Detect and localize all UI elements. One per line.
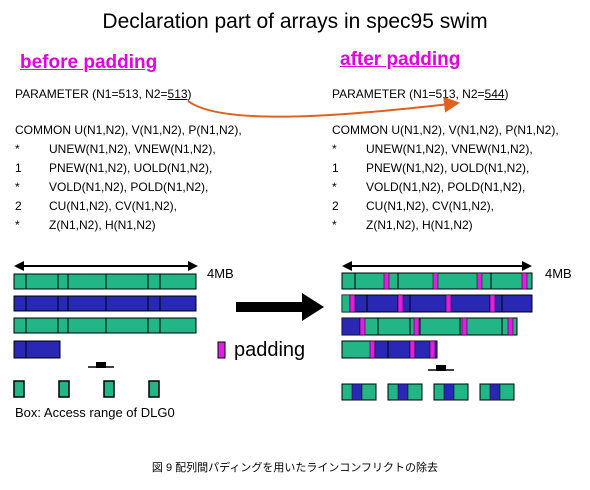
param-suffix: ) xyxy=(187,87,192,101)
memory-rows-after xyxy=(341,272,533,359)
access-range-after xyxy=(341,365,515,401)
code-line-text: PNEW(N1,N2), UOLD(N1,N2), xyxy=(366,161,530,175)
common-block-before: COMMON U(N1,N2), V(N1,N2), P(N1,N2), * UN… xyxy=(15,121,242,235)
code-line-text: UNEW(N1,N2), VNEW(N1,N2), xyxy=(366,142,533,156)
page-title: Declaration part of arrays in spec95 swi… xyxy=(102,10,488,33)
param-n2-value: 513 xyxy=(167,87,188,101)
code-line: 1 PNEW(N1,N2), UOLD(N1,N2), xyxy=(15,159,242,178)
transform-arrow xyxy=(236,293,324,321)
continuation-mark: 1 xyxy=(332,161,339,175)
code-line: COMMON U(N1,N2), V(N1,N2), P(N1,N2), xyxy=(15,121,242,140)
code-line: * Z(N1,N2), H(N1,N2) xyxy=(332,216,559,235)
padding-legend-swatch xyxy=(217,341,226,359)
size-double-arrow-left xyxy=(14,261,198,271)
code-line-text: COMMON U(N1,N2), V(N1,N2), P(N1,N2), xyxy=(332,123,559,137)
code-line: 2 CU(N1,N2), CV(N1,N2), xyxy=(15,197,242,216)
code-line-text: VOLD(N1,N2), POLD(N1,N2), xyxy=(49,180,209,194)
size-label-before: 4MB xyxy=(207,266,234,281)
code-line-text: CU(N1,N2), CV(N1,N2), xyxy=(366,199,495,213)
code-line: * VOLD(N1,N2), POLD(N1,N2), xyxy=(15,178,242,197)
continuation-mark: 2 xyxy=(15,199,22,213)
after-padding-heading: after padding xyxy=(340,49,461,70)
code-line-text: PNEW(N1,N2), UOLD(N1,N2), xyxy=(49,161,213,175)
padding-legend-label: padding xyxy=(234,339,306,361)
code-line: * UNEW(N1,N2), VNEW(N1,N2), xyxy=(332,140,559,159)
code-line-text: COMMON U(N1,N2), V(N1,N2), P(N1,N2), xyxy=(15,123,242,137)
code-line-text: Z(N1,N2), H(N1,N2) xyxy=(366,218,473,232)
continuation-mark: * xyxy=(15,142,20,156)
code-line-text: VOLD(N1,N2), POLD(N1,N2), xyxy=(366,180,526,194)
code-line-text: Z(N1,N2), H(N1,N2) xyxy=(49,218,156,232)
parameter-before: PARAMETER (N1=513, N2=513) xyxy=(15,87,192,101)
code-line-text: UNEW(N1,N2), VNEW(N1,N2), xyxy=(49,142,216,156)
continuation-mark: * xyxy=(15,180,20,194)
code-line: 1 PNEW(N1,N2), UOLD(N1,N2), xyxy=(332,159,559,178)
change-arrow xyxy=(187,96,460,118)
access-range-before xyxy=(13,362,160,398)
code-line: * Z(N1,N2), H(N1,N2) xyxy=(15,216,242,235)
continuation-mark: * xyxy=(332,180,337,194)
code-line: * VOLD(N1,N2), POLD(N1,N2), xyxy=(332,178,559,197)
size-label-after: 4MB xyxy=(545,266,572,281)
code-line: * UNEW(N1,N2), VNEW(N1,N2), xyxy=(15,140,242,159)
continuation-mark: * xyxy=(332,142,337,156)
code-line: COMMON U(N1,N2), V(N1,N2), P(N1,N2), xyxy=(332,121,559,140)
param-suffix: ) xyxy=(504,87,509,101)
figure-caption: 図 9 配列間パディングを用いたラインコンフリクトの除去 xyxy=(151,462,439,474)
size-double-arrow-right xyxy=(342,261,532,271)
continuation-mark: * xyxy=(15,218,20,232)
memory-rows-before xyxy=(13,273,197,359)
param-n2-value: 544 xyxy=(484,87,505,101)
continuation-mark: 1 xyxy=(15,161,22,175)
param-prefix: PARAMETER (N1=513, N2= xyxy=(15,87,168,101)
common-block-after: COMMON U(N1,N2), V(N1,N2), P(N1,N2), * UN… xyxy=(332,121,559,235)
code-line-text: CU(N1,N2), CV(N1,N2), xyxy=(49,199,178,213)
before-padding-heading: before padding xyxy=(20,52,158,73)
box-caption: Box: Access range of DLG0 xyxy=(15,405,175,420)
code-line: 2 CU(N1,N2), CV(N1,N2), xyxy=(332,197,559,216)
continuation-mark: * xyxy=(332,218,337,232)
continuation-mark: 2 xyxy=(332,199,339,213)
